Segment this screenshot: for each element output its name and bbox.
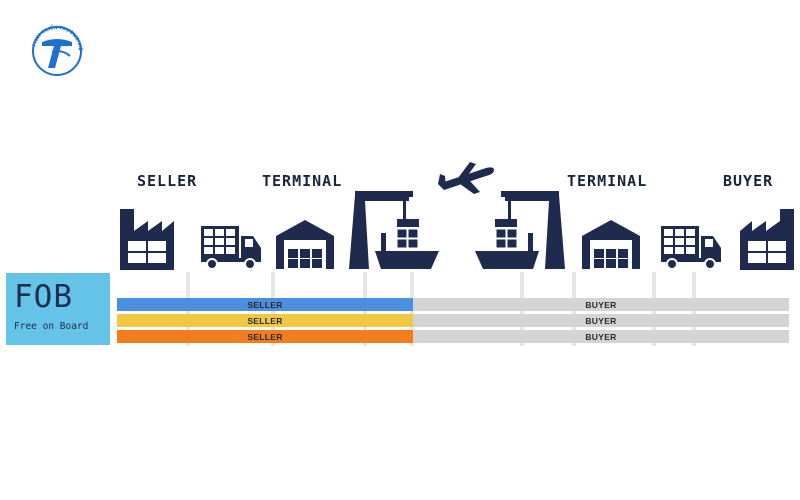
fob-subtitle: Free on Board: [14, 321, 89, 332]
buyer-segment: BUYER: [413, 314, 789, 327]
fob-label-box: FOB Free on Board: [6, 273, 110, 345]
airplane-icon: [436, 160, 496, 196]
company-logo: PHÁT TRIỂN TRƯỜNG VIỆT: [26, 18, 86, 80]
truck-icon: [199, 222, 263, 270]
truck-icon: [659, 222, 723, 270]
seller-segment: SELLER: [117, 298, 413, 311]
stage-buyer-heading: BUYER: [723, 172, 774, 190]
responsibility-bar-risk: SELLER BUYER: [117, 314, 789, 327]
seller-segment: SELLER: [117, 330, 413, 343]
factory-icon: [118, 203, 176, 271]
logo-icon: PHÁT TRIỂN TRƯỜNG VIỆT: [26, 18, 85, 76]
buyer-segment: BUYER: [413, 298, 789, 311]
warehouse-icon: [274, 218, 336, 270]
buyer-segment: BUYER: [413, 330, 789, 343]
fob-title: FOB: [14, 279, 73, 315]
factory-icon: [738, 203, 796, 271]
responsibility-bar-insurance: SELLER BUYER: [117, 330, 789, 343]
stage-terminal-origin-heading: TERMINAL: [262, 172, 343, 190]
stage-terminal-destination-heading: TERMINAL: [567, 172, 648, 190]
responsibility-bar-costs: SELLER BUYER: [117, 298, 789, 311]
crane-ship-icon: [347, 189, 441, 271]
warehouse-icon: [580, 218, 642, 270]
seller-segment: SELLER: [117, 314, 413, 327]
stage-seller-heading: SELLER: [137, 172, 198, 190]
crane-ship-icon: [473, 189, 567, 271]
